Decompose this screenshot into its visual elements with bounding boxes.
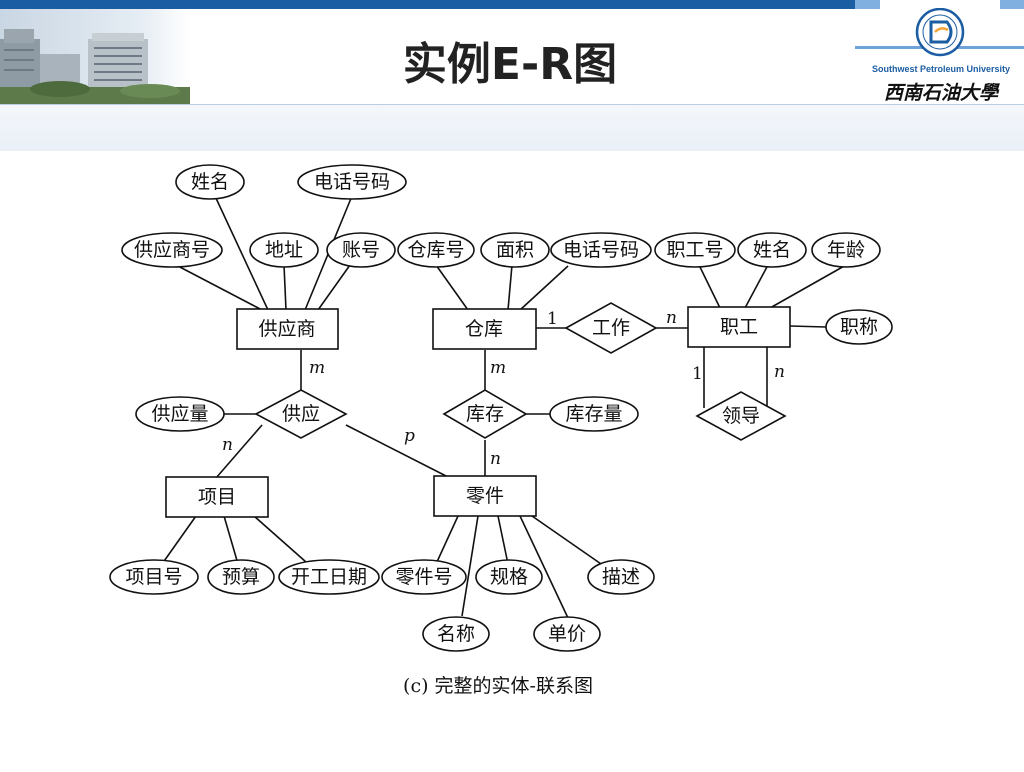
slide-title: 实例E-R图 <box>402 39 618 90</box>
attr-supplier-account <box>326 232 396 268</box>
label-entity-project: 项目 <box>198 486 236 508</box>
attr-supplier-address <box>249 232 319 268</box>
label-supplier-id: 供应商号 <box>134 239 210 261</box>
rel-lead <box>695 391 787 441</box>
connector-lines <box>161 195 847 619</box>
label-employee-title: 职称 <box>840 316 878 338</box>
card-stock-part: n <box>490 449 501 469</box>
card-warehouse-stock: m <box>490 358 506 378</box>
label-part-name: 名称 <box>437 623 475 645</box>
entity-supplier <box>236 308 339 350</box>
header-top-bar-gap <box>880 0 1000 9</box>
label-employee-id: 职工号 <box>666 239 723 261</box>
label-entity-supplier: 供应商 <box>258 318 315 340</box>
label-warehouse-phone: 电话号码 <box>563 239 639 261</box>
entity-project <box>165 476 269 518</box>
attr-employee-name <box>737 232 807 268</box>
card-lead-left: 1 <box>692 364 703 384</box>
header-top-bar <box>0 0 1024 9</box>
label-part-price: 单价 <box>548 623 586 645</box>
entity-employee <box>687 306 791 348</box>
label-employee-name: 姓名 <box>753 239 791 261</box>
label-project-budget: 预算 <box>222 566 260 588</box>
university-name-chinese: 西南石油大學 <box>883 82 998 104</box>
entity-warehouse <box>432 308 537 350</box>
label-rel-stock: 库存 <box>466 403 504 425</box>
label-warehouse-area: 面积 <box>496 239 534 261</box>
attr-part-id <box>381 559 467 595</box>
label-project-start: 开工日期 <box>291 566 367 588</box>
card-supply-project: n <box>222 435 233 455</box>
header-gradient-band <box>0 104 1024 151</box>
label-supplier-address: 地址 <box>265 239 303 261</box>
attr-part-spec <box>475 559 543 595</box>
label-supplier-account: 账号 <box>342 239 380 261</box>
attr-employee-title <box>825 309 893 345</box>
university-name-english: Southwest Petroleum University <box>871 64 1011 74</box>
label-entity-warehouse: 仓库 <box>465 318 503 340</box>
attr-stock-qty <box>549 396 639 432</box>
card-lead-right: n <box>774 362 785 382</box>
campus-building-image <box>0 9 190 104</box>
attr-employee-id <box>654 232 736 268</box>
attr-supplier-name <box>175 164 245 200</box>
label-rel-work: 工作 <box>592 317 630 339</box>
university-logo: Southwest Petroleum University 西南石油大學 <box>855 7 1024 104</box>
label-rel-supply: 供应 <box>282 403 320 425</box>
label-entity-part: 零件 <box>466 485 504 507</box>
attr-project-start <box>278 559 380 595</box>
slide-header: 实例E-R图 Southwest Petroleum University 西南… <box>0 0 1024 104</box>
attr-project-budget <box>207 559 275 595</box>
attr-supplier-phone <box>297 164 407 200</box>
rel-stock <box>442 389 528 439</box>
attr-warehouse-id <box>397 232 475 268</box>
attr-employee-age <box>811 232 881 268</box>
label-part-spec: 规格 <box>490 566 528 588</box>
label-supplier-name: 姓名 <box>191 171 229 193</box>
attr-part-name <box>422 616 490 652</box>
attr-project-id <box>109 559 199 595</box>
attr-part-desc <box>587 559 655 595</box>
label-rel-lead: 领导 <box>722 405 760 427</box>
card-work-employee: n <box>666 308 677 328</box>
attr-part-price <box>533 616 601 652</box>
card-supply-part: p <box>404 426 415 446</box>
card-warehouse-work: 1 <box>547 309 558 329</box>
label-supplier-phone: 电话号码 <box>314 171 390 193</box>
label-stock-qty: 库存量 <box>565 403 622 425</box>
label-supply-qty: 供应量 <box>151 403 208 425</box>
entity-part <box>433 475 537 517</box>
label-warehouse-id: 仓库号 <box>407 239 464 261</box>
attr-supply-qty <box>135 396 225 432</box>
card-supplier-supply: m <box>309 358 325 378</box>
rel-supply <box>254 389 348 439</box>
label-entity-employee: 职工 <box>720 316 758 338</box>
university-emblem-icon <box>855 7 1024 57</box>
attr-warehouse-area <box>480 232 550 268</box>
label-employee-age: 年龄 <box>827 239 865 261</box>
attr-supplier-id <box>121 232 223 268</box>
label-project-id: 项目号 <box>125 566 182 588</box>
er-diagram: 姓名 电话号码 供应商号 地址 账号 仓库号 面积 电话号码 职工号 姓名 年龄… <box>0 150 1024 768</box>
diagram-caption: (c) 完整的实体-联系图 <box>403 675 593 697</box>
label-part-desc: 描述 <box>602 566 640 588</box>
label-part-id: 零件号 <box>395 566 452 588</box>
attr-warehouse-phone <box>550 232 652 268</box>
rel-work <box>564 302 658 354</box>
